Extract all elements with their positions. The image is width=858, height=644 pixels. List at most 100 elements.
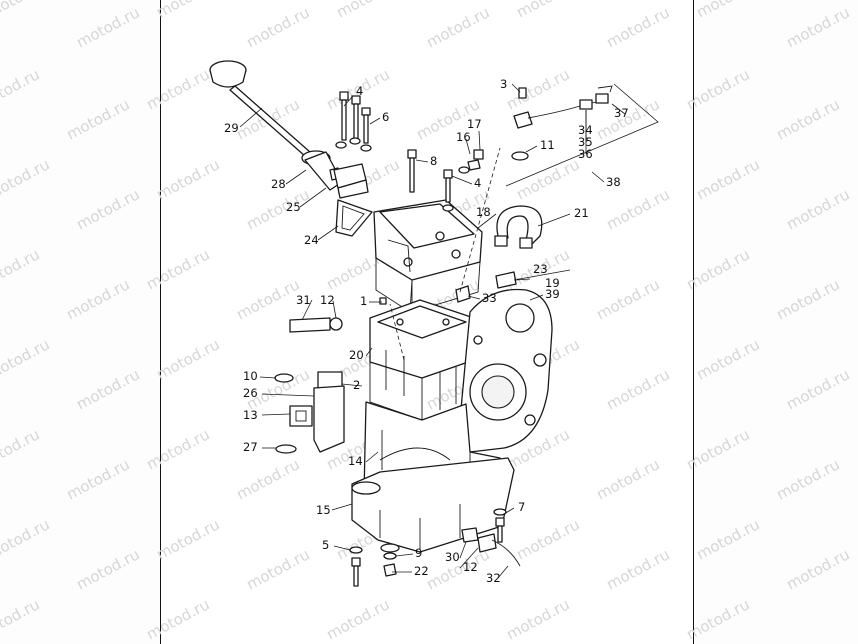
watermark-text: motod.ru bbox=[0, 155, 53, 203]
callout-number: 35 bbox=[578, 135, 593, 149]
watermark-text: motod.ru bbox=[603, 185, 672, 233]
leader-line bbox=[503, 507, 515, 515]
oil-tube bbox=[289, 271, 517, 333]
watermark-text: motod.ru bbox=[683, 245, 752, 293]
leader-line bbox=[369, 117, 381, 125]
harness-bracket-line bbox=[505, 83, 659, 187]
dipstick bbox=[209, 60, 311, 157]
leader-line bbox=[333, 545, 351, 551]
watermark-text: motod.ru bbox=[73, 545, 142, 593]
watermark-text: motod.ru bbox=[783, 545, 852, 593]
callout-number: 39 bbox=[545, 287, 560, 301]
watermark-text: motod.ru bbox=[693, 0, 762, 22]
timing-housing bbox=[459, 288, 553, 453]
leader-line bbox=[591, 171, 605, 183]
leader-line bbox=[451, 175, 473, 185]
callout-number: 30 bbox=[445, 550, 460, 564]
watermark-text: motod.ru bbox=[323, 595, 392, 643]
watermark-text: motod.ru bbox=[73, 3, 142, 51]
callout-number: 7 bbox=[518, 500, 525, 514]
watermark-text: motod.ru bbox=[0, 425, 43, 473]
callout-number: 16 bbox=[456, 130, 471, 144]
leader-line bbox=[611, 103, 626, 115]
watermark-text: motod.ru bbox=[153, 0, 222, 22]
leader-line bbox=[525, 145, 538, 153]
watermark-text: motod.ru bbox=[0, 65, 43, 113]
watermark-text: motod.ru bbox=[233, 275, 302, 323]
watermark-text: motod.ru bbox=[603, 3, 672, 51]
callout-labels: 1234456789101112121314151617181920212223… bbox=[224, 77, 629, 585]
watermark-text: motod.ru bbox=[773, 455, 842, 503]
watermark-text: motod.ru bbox=[143, 65, 212, 113]
watermark-text: motod.ru bbox=[783, 185, 852, 233]
callout-number: 13 bbox=[243, 408, 258, 422]
watermark-text: motod.ru bbox=[243, 185, 312, 233]
watermark-text: motod.ru bbox=[693, 155, 762, 203]
watermark-text: motod.ru bbox=[783, 3, 852, 51]
sensor-assembly bbox=[511, 85, 613, 161]
watermark-text: motod.ru bbox=[513, 155, 582, 203]
leader-line bbox=[537, 213, 571, 227]
watermark-text: motod.ru bbox=[503, 595, 572, 643]
callout-number: 5 bbox=[322, 538, 329, 552]
callout-number: 10 bbox=[243, 369, 258, 383]
filter-housing bbox=[274, 371, 345, 454]
watermark-text: motod.ru bbox=[603, 545, 672, 593]
leader-line bbox=[261, 413, 291, 416]
watermark-text: motod.ru bbox=[773, 95, 842, 143]
leader-line bbox=[478, 130, 481, 151]
watermark-text: motod.ru bbox=[333, 0, 402, 22]
callout-number: 31 bbox=[296, 293, 311, 307]
watermark-text: motod.ru bbox=[243, 545, 312, 593]
leader-line bbox=[365, 347, 373, 357]
callout-number: 1 bbox=[360, 294, 367, 308]
watermark-text: motod.ru bbox=[143, 425, 212, 473]
callout-number: 20 bbox=[349, 348, 364, 362]
callout-number: 3 bbox=[500, 77, 507, 91]
watermark-text: motod.ru bbox=[63, 275, 132, 323]
callout-number: 32 bbox=[486, 571, 501, 585]
callout-number: 4 bbox=[474, 176, 481, 190]
watermark-text: motod.ru bbox=[153, 335, 222, 383]
leader-line bbox=[239, 107, 263, 128]
leader-line bbox=[365, 451, 379, 463]
watermark-text: motod.ru bbox=[153, 155, 222, 203]
watermark-text: motod.ru bbox=[233, 455, 302, 503]
leader-line bbox=[459, 541, 467, 559]
leader-line bbox=[343, 95, 354, 107]
watermark-text: motod.ru bbox=[0, 0, 53, 22]
watermark-text: motod.ru bbox=[63, 455, 132, 503]
watermark-text: motod.ru bbox=[0, 335, 53, 383]
callout-number: 6 bbox=[382, 110, 389, 124]
leader-line bbox=[299, 187, 327, 208]
watermark-text: motod.ru bbox=[683, 65, 752, 113]
leader-line bbox=[301, 299, 313, 321]
watermark-text: motod.ru bbox=[513, 515, 582, 563]
callout-number: 21 bbox=[574, 206, 589, 220]
callout-number: 12 bbox=[320, 293, 335, 307]
watermark-text: motod.ru bbox=[503, 65, 572, 113]
watermark-text: motod.ru bbox=[593, 455, 662, 503]
leader-line bbox=[459, 547, 479, 569]
watermark-text: motod.ru bbox=[73, 365, 142, 413]
callout-number: 4 bbox=[356, 84, 363, 98]
watermark-text: motod.ru bbox=[243, 3, 312, 51]
callout-number: 23 bbox=[533, 262, 548, 276]
watermark-text: motod.ru bbox=[693, 335, 762, 383]
top-cover bbox=[373, 199, 483, 313]
leader-line bbox=[332, 300, 337, 319]
watermark-text: motod.ru bbox=[0, 515, 53, 563]
watermark-text: motod.ru bbox=[143, 595, 212, 643]
callout-number: 11 bbox=[540, 138, 555, 152]
leader-line bbox=[465, 138, 471, 155]
leader-line bbox=[331, 503, 353, 511]
watermark-text: motod.ru bbox=[153, 515, 222, 563]
leader-line bbox=[497, 565, 509, 579]
watermark-text: motod.ru bbox=[143, 245, 212, 293]
callout-number: 25 bbox=[286, 200, 301, 214]
watermark-text: motod.ru bbox=[683, 595, 752, 643]
breather-hose bbox=[494, 205, 543, 249]
callout-number: 22 bbox=[414, 564, 429, 578]
leader-line bbox=[259, 376, 277, 379]
